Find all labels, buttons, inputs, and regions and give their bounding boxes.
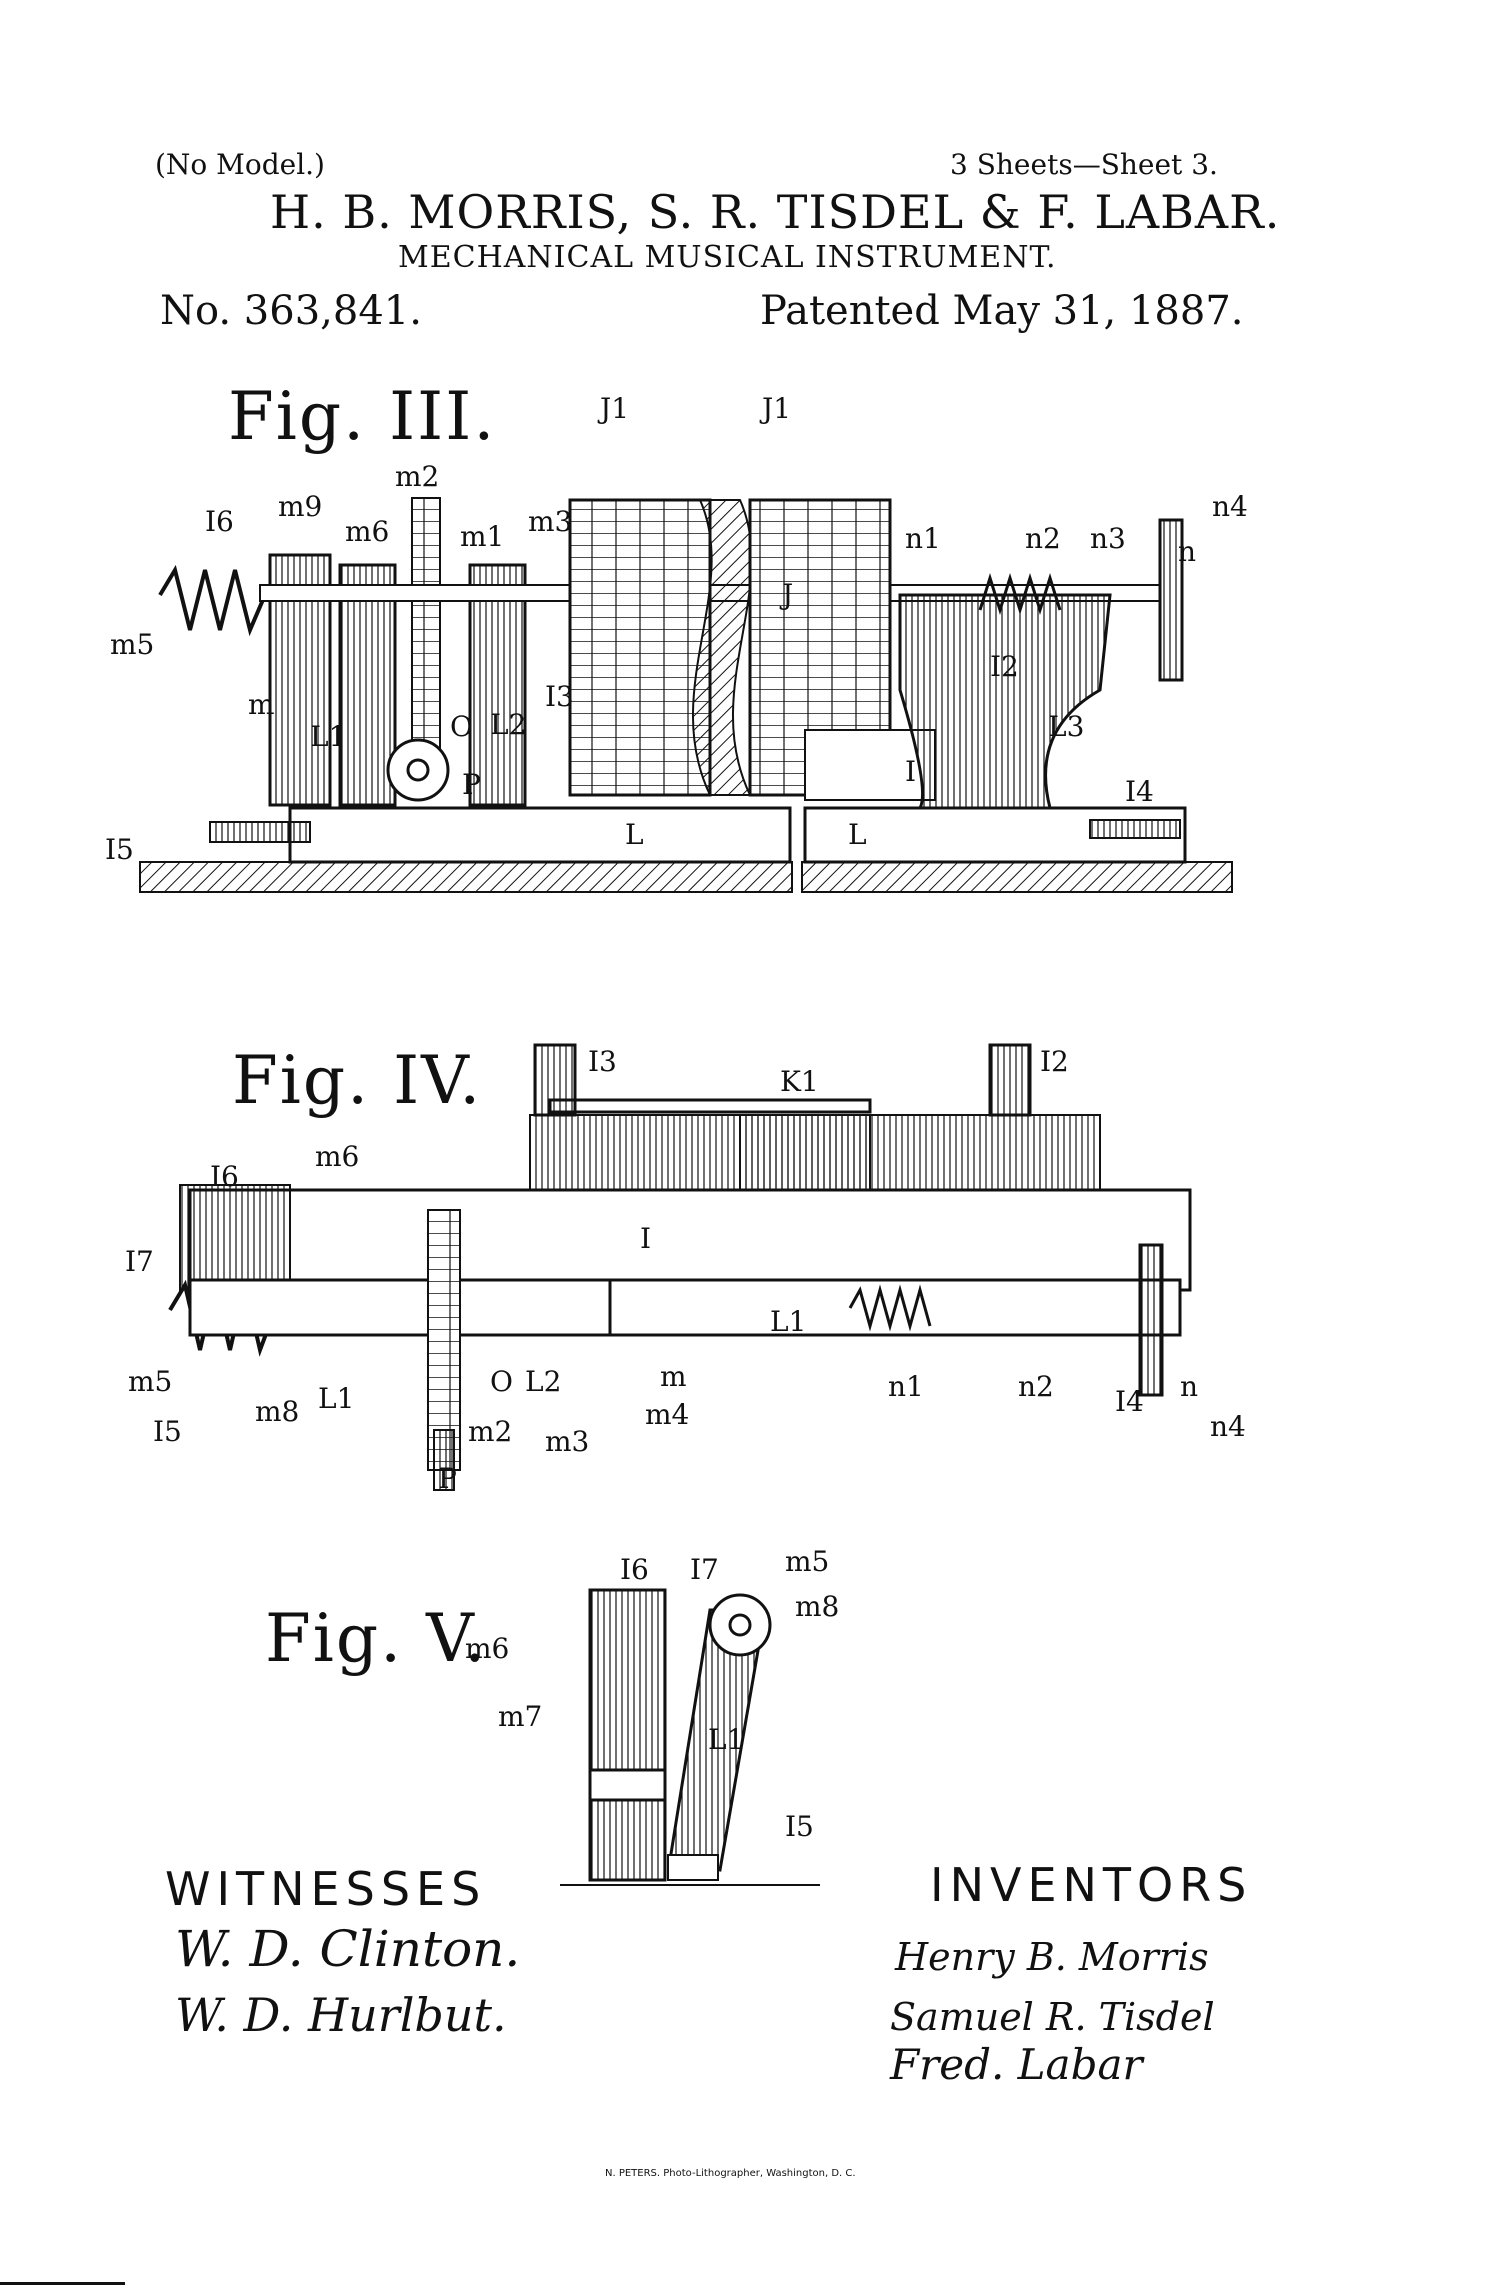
witnesses-heading: WITNESSES [165, 1862, 486, 1916]
fig3-part-label: n [1178, 535, 1196, 568]
fig4-part-label: m4 [645, 1398, 689, 1431]
fig3-part-label: L2 [490, 708, 526, 741]
fig5-part-label: m7 [498, 1700, 542, 1733]
inventors-line: H. B. MORRIS, S. R. TISDEL & F. LABAR. [270, 185, 1280, 239]
fig3-part-label: I5 [105, 833, 134, 866]
inventor-signature: Samuel R. Tisdel [890, 1995, 1215, 2039]
fig4-part-label: I5 [153, 1415, 182, 1448]
fig3-screw-i5 [210, 822, 310, 842]
fig4-part-label: I2 [1040, 1045, 1069, 1078]
fig5-part-label: I5 [785, 1810, 814, 1843]
fig3-part-label: m5 [110, 628, 154, 661]
fig5-label: Fig. V. [265, 1600, 487, 1677]
fig3-ground-left [140, 862, 792, 892]
fig4-drawing [150, 1030, 1260, 1500]
fig5-part-label: m6 [465, 1632, 509, 1665]
model-note: (No Model.) [155, 148, 325, 181]
fig4-part-label: I3 [588, 1045, 617, 1078]
fig5-part-label: I7 [690, 1553, 719, 1586]
fig3-gear-m2 [412, 498, 440, 748]
fig3-part-label: m6 [345, 515, 389, 548]
fig3-part-label: P [462, 768, 481, 801]
fig4-part-label: I4 [1115, 1385, 1144, 1418]
fig4-part-label: L1 [318, 1382, 354, 1415]
fig3-frame-l3 [900, 595, 1110, 808]
fig4-part-label: I [640, 1222, 651, 1255]
fig5-part-label: L1 [708, 1723, 744, 1756]
fig5-part-label: m8 [795, 1590, 839, 1623]
fig4-part-label: n1 [888, 1370, 924, 1403]
fig4-part-label: m3 [545, 1425, 589, 1458]
fig5-part-label: m5 [785, 1545, 829, 1578]
fig3-part-label: O [450, 710, 473, 743]
fig3-base-left [290, 808, 790, 862]
fig4-part-label: I7 [125, 1245, 154, 1278]
fig4-bar-left [190, 1280, 610, 1335]
fig4-part-label: m2 [468, 1415, 512, 1448]
fig3-part-label: J1 [600, 392, 629, 425]
witness-signature: W. D. Clinton. [175, 1920, 520, 1978]
fig4-post-i3 [535, 1045, 575, 1115]
fig3-part-label: I4 [1125, 775, 1154, 808]
fig3-part-label: L [625, 818, 644, 851]
fig3-part-label: n3 [1090, 522, 1126, 555]
fig3-part-label: J [782, 578, 793, 611]
fig4-part-label: L1 [770, 1305, 806, 1338]
fig3-part-label: L1 [310, 720, 346, 753]
fig5-drawing [560, 1570, 820, 1900]
fig4-part-label: P [438, 1462, 457, 1495]
fig3-part-label: n2 [1025, 522, 1061, 555]
fig4-rail-k1 [550, 1100, 870, 1112]
imprint: N. PETERS. Photo-Lithographer, Washingto… [605, 2168, 856, 2179]
fig3-part-label: I2 [990, 650, 1019, 683]
corner-rule [0, 2282, 125, 2285]
fig3-part-label: n1 [905, 522, 941, 555]
inventors-heading: INVENTORS [930, 1858, 1252, 1912]
fig3-ground-right [802, 862, 1232, 892]
fig4-part-label: n2 [1018, 1370, 1054, 1403]
fig3-part-label: m2 [395, 460, 439, 493]
fig5-foot-i5 [668, 1855, 718, 1880]
fig4-body-i [190, 1190, 1190, 1290]
fig3-part-label: m9 [278, 490, 322, 523]
fig3-part-label: m3 [528, 505, 572, 538]
fig4-handwheel-n4 [1140, 1245, 1162, 1395]
fig5-part-label: I6 [620, 1553, 649, 1586]
inventor-signature: Henry B. Morris [895, 1935, 1209, 1979]
fig4-part-label: m5 [128, 1365, 172, 1398]
inventor-signature: Fred. Labar [890, 2040, 1143, 2089]
witness-signature: W. D. Hurlbut. [175, 1988, 507, 2042]
invention-title: MECHANICAL MUSICAL INSTRUMENT. [398, 240, 1057, 275]
fig4-part-label: m [660, 1360, 687, 1393]
fig3-part-label: m [248, 688, 275, 721]
fig4-part-label: O [490, 1365, 513, 1398]
fig5-column-i6 [590, 1590, 665, 1880]
fig3-part-label: I [905, 755, 916, 788]
fig4-part-label: n4 [1210, 1410, 1246, 1443]
fig3-part-label: L [848, 818, 867, 851]
fig4-part-label: m8 [255, 1395, 299, 1428]
fig4-part-label: L2 [525, 1365, 561, 1398]
fig3-part-label: I3 [545, 680, 574, 713]
fig5-bracket [590, 1770, 665, 1800]
fig3-part-label: L3 [1048, 710, 1084, 743]
patent-date: Patented May 31, 1887. [760, 288, 1244, 334]
fig3-spring-m5 [160, 570, 265, 630]
fig3-part-label: I6 [205, 505, 234, 538]
fig4-part-label: m6 [315, 1140, 359, 1173]
fig4-part-label: K1 [780, 1065, 819, 1098]
fig3-part-label: n4 [1212, 490, 1248, 523]
fig4-part-label: n [1180, 1370, 1198, 1403]
fig3-drum-left [570, 500, 710, 795]
sheet-count: 3 Sheets—Sheet 3. [950, 148, 1218, 181]
patent-number: No. 363,841. [160, 288, 422, 334]
fig4-post-i2 [990, 1045, 1030, 1115]
fig3-part-label: J1 [762, 392, 791, 425]
fig3-screw-i4 [1090, 820, 1180, 838]
fig3-drawing [100, 390, 1260, 910]
fig4-part-label: I6 [210, 1160, 239, 1193]
fig3-part-label: m1 [460, 520, 504, 553]
